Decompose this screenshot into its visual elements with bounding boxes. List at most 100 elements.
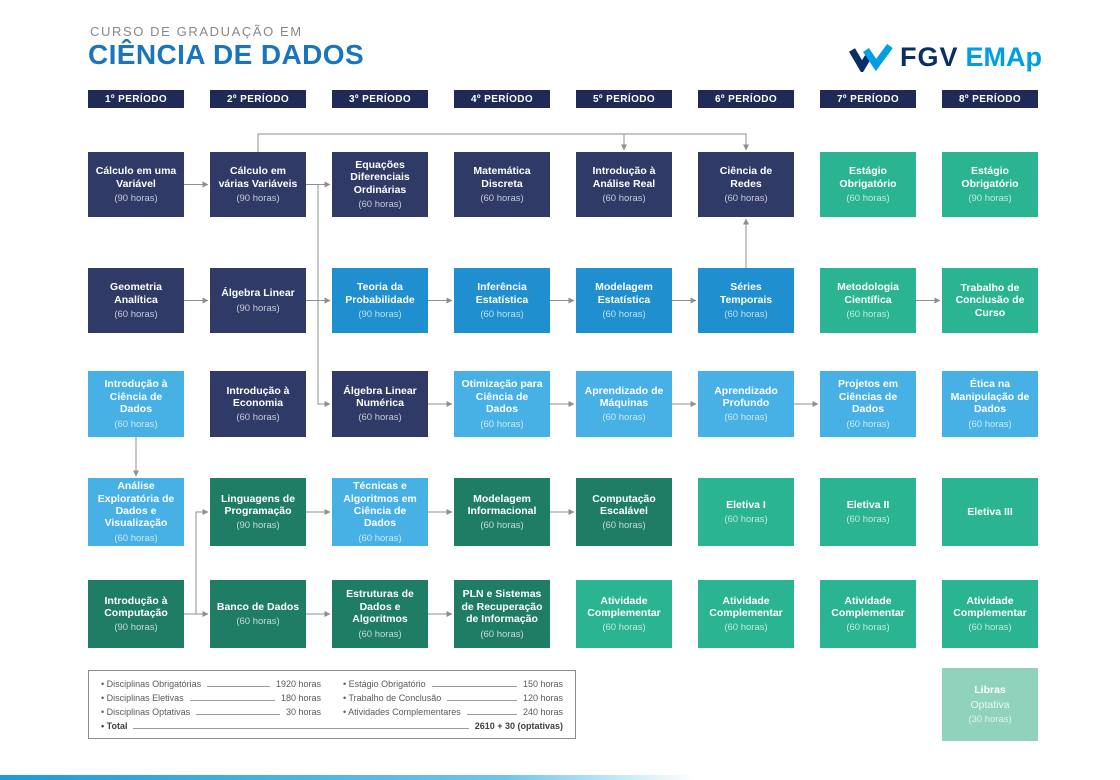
- course-hours: (90 horas): [236, 520, 280, 532]
- course-tacd: Técnicas e Algoritmos em Ciência de Dado…: [332, 478, 428, 546]
- course-hours: (60 horas): [480, 192, 524, 204]
- legend-item-label: • Disciplinas Eletivas: [101, 693, 184, 703]
- period-header-5: 5º PERÍODO: [576, 90, 672, 108]
- course-title: Estruturas de Dados e Algoritmos: [346, 588, 414, 626]
- course-hours: (30 horas): [968, 714, 1012, 726]
- course-edo: Equações Diferenciais Ordinárias(60 hora…: [332, 152, 428, 217]
- legend-item: • Disciplinas Optativas 30 horas: [101, 707, 321, 717]
- legend-item: • Disciplinas Obrigatórias 1920 horas: [101, 679, 321, 689]
- course-hours: (90 horas): [968, 192, 1012, 204]
- course-hours: (60 horas): [114, 532, 158, 544]
- course-aed: Análise Exploratória de Dados e Visualiz…: [88, 478, 184, 546]
- course-hours: (60 horas): [602, 308, 646, 320]
- course-hours: (60 horas): [480, 308, 524, 320]
- legend-total-label: • Total: [101, 721, 128, 731]
- course-hours: (60 horas): [968, 622, 1012, 634]
- course-title: Projetos em Ciências de Dados: [837, 378, 899, 416]
- legend-item-label: • Estágio Obrigatório: [343, 679, 426, 689]
- course-title: Modelagem Estatística: [595, 281, 653, 306]
- legend-item-value: 120 horas: [522, 693, 563, 703]
- course-hours: (60 horas): [724, 622, 768, 634]
- course-hours: (60 horas): [724, 514, 768, 526]
- course-proj: Projetos em Ciências de Dados (60 horas): [820, 371, 916, 437]
- course-eda: Estruturas de Dados e Algoritmos(60 hora…: [332, 580, 428, 648]
- course-title: Linguagens de Programação: [220, 492, 296, 517]
- course-hours: (60 horas): [846, 308, 890, 320]
- course-ac5: Atividade Complementar(60 horas): [576, 580, 672, 648]
- legend-item: • Atividades Complementares 240 horas: [343, 707, 563, 717]
- legend-item-label: • Atividades Complementares: [343, 707, 461, 717]
- period-header-6: 6º PERÍODO: [698, 90, 794, 108]
- legend-item-value: 180 horas: [280, 693, 321, 703]
- course-title: Séries Temporais: [719, 281, 773, 306]
- course-title: Libras: [974, 683, 1006, 696]
- course-title: Estágio Obrigatório: [839, 165, 897, 190]
- edge-calc2-redes: [257, 133, 749, 152]
- legend-item-label: • Trabalho de Conclusão: [343, 693, 442, 703]
- course-econ: Introdução à Economia (60 horas): [210, 371, 306, 437]
- course-am: Aprendizado de Máquinas(60 horas): [576, 371, 672, 437]
- course-title: Ciência de Redes: [719, 165, 773, 190]
- course-hours: (60 horas): [846, 192, 890, 204]
- course-hours: (90 horas): [114, 192, 158, 204]
- course-hours: (60 horas): [358, 412, 402, 424]
- course-title: Atividade Complementar: [831, 594, 905, 619]
- legend-item-label: • Disciplinas Optativas: [101, 707, 191, 717]
- course-hours: (90 horas): [236, 302, 280, 314]
- legend-total-value: 2610 + 30 (optativas): [474, 721, 563, 731]
- period-header-3: 3º PERÍODO: [332, 90, 428, 108]
- course-hours: (60 horas): [724, 412, 768, 424]
- course-title: PLN e Sistemas de Recuperação de Informa…: [461, 588, 543, 626]
- course-title: Atividade Complementar: [953, 594, 1027, 619]
- course-compesc: Computação Escalável (60 horas): [576, 478, 672, 546]
- period-header-4: 4º PERÍODO: [454, 90, 550, 108]
- course-matdisc: Matemática Discreta(60 horas): [454, 152, 550, 217]
- legend-leader-line: [447, 700, 517, 701]
- course-hours: (60 horas): [846, 514, 890, 526]
- legend-item-value: 240 horas: [522, 707, 563, 717]
- course-ele3: Eletiva III: [942, 478, 1038, 546]
- course-title: Eletiva II: [846, 498, 890, 511]
- course-title: Introdução à Economia: [226, 384, 290, 409]
- course-algnum: Álgebra Linear Numérica(60 horas): [332, 371, 428, 437]
- course-hours: (60 horas): [724, 192, 768, 204]
- legend-item-value: 1920 horas: [275, 679, 321, 689]
- course-hours: (60 horas): [236, 412, 280, 424]
- legend-item-value: 30 horas: [285, 707, 321, 717]
- course-title: Computação Escalável: [592, 492, 656, 517]
- course-modest: Modelagem Estatística (60 horas): [576, 268, 672, 333]
- edge-calc2-real: [257, 133, 627, 152]
- course-title: Cálculo em várias Variáveis: [218, 165, 298, 190]
- course-hours: (60 horas): [480, 418, 524, 430]
- course-title: Cálculo em uma Variável: [95, 165, 177, 190]
- course-hours: (60 horas): [602, 412, 646, 424]
- course-title: Estágio Obrigatório: [961, 165, 1019, 190]
- course-title: Ética na Manipulação de Dados: [950, 378, 1030, 416]
- legend-item: • Disciplinas Eletivas 180 horas: [101, 693, 321, 703]
- course-ac7: Atividade Complementar(60 horas): [820, 580, 916, 648]
- course-hours: (60 horas): [114, 308, 158, 320]
- course-title: Modelagem Informacional: [467, 492, 537, 517]
- legend-leader-line: [196, 714, 280, 715]
- course-title: Atividade Complementar: [587, 594, 661, 619]
- course-title: Equações Diferenciais Ordinárias: [350, 158, 410, 196]
- period-header-2: 2º PERÍODO: [210, 90, 306, 108]
- course-hours: (60 horas): [480, 520, 524, 532]
- course-title: Otimização para Ciência de Dados: [461, 378, 543, 416]
- logo-text-fgv: FGV: [899, 42, 959, 72]
- course-modinf: Modelagem Informacional (60 horas): [454, 478, 550, 546]
- course-hours: (60 horas): [602, 520, 646, 532]
- edge-icomp-lp: [184, 509, 209, 615]
- course-hours: (60 horas): [602, 192, 646, 204]
- course-title: Análise Exploratória de Dados e Visualiz…: [97, 480, 175, 530]
- course-hours: (60 horas): [846, 418, 890, 430]
- legend-item-label: • Disciplinas Obrigatórias: [101, 679, 202, 689]
- course-title: Metodologia Científica: [837, 281, 899, 306]
- course-title: Eletiva I: [726, 498, 766, 511]
- course-subtitle: Optativa: [970, 699, 1010, 712]
- edge-calc2-prob: [306, 184, 331, 304]
- course-ele2: Eletiva II (60 horas): [820, 478, 916, 546]
